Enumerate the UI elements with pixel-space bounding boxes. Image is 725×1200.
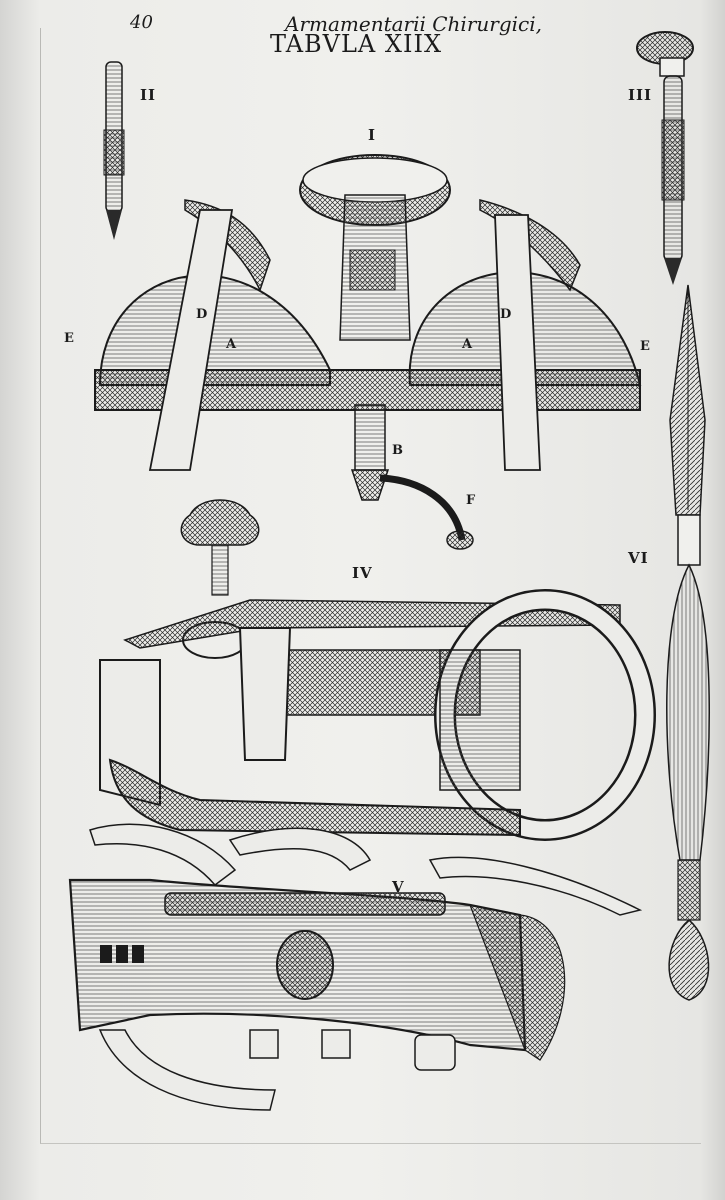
figure-label-v: V — [392, 878, 405, 896]
figure-label-vi: VI — [628, 549, 649, 567]
figure-vi-lancet — [666, 284, 710, 1001]
figure-label-iii: III — [628, 86, 653, 104]
figure-ii-rod — [103, 61, 125, 240]
part-letter-e-left: E — [64, 331, 74, 346]
figure-label-iv: IV — [352, 564, 373, 582]
part-letter-b: B — [392, 443, 403, 458]
part-letter-e-right: E — [640, 339, 650, 354]
page-number: 40 — [130, 12, 153, 33]
figure-iii-tool — [636, 31, 694, 285]
figure-iv-splint — [99, 499, 656, 841]
plate-title: TABVLA XIIX — [270, 30, 443, 58]
part-letter-d-left: D — [196, 307, 208, 322]
part-letter-a-left: A — [226, 337, 237, 352]
running-title: Armamentarii Chirurgici, — [285, 12, 542, 36]
plate-border — [40, 28, 701, 1144]
figure-v-brace — [68, 823, 643, 1111]
figure-i-apparatus — [94, 154, 642, 550]
figure-label-i: I — [368, 126, 377, 144]
part-letter-a-right: A — [462, 337, 473, 352]
part-letter-f: F — [466, 493, 476, 508]
figure-label-ii: II — [140, 86, 157, 104]
part-letter-d-right: D — [500, 307, 512, 322]
